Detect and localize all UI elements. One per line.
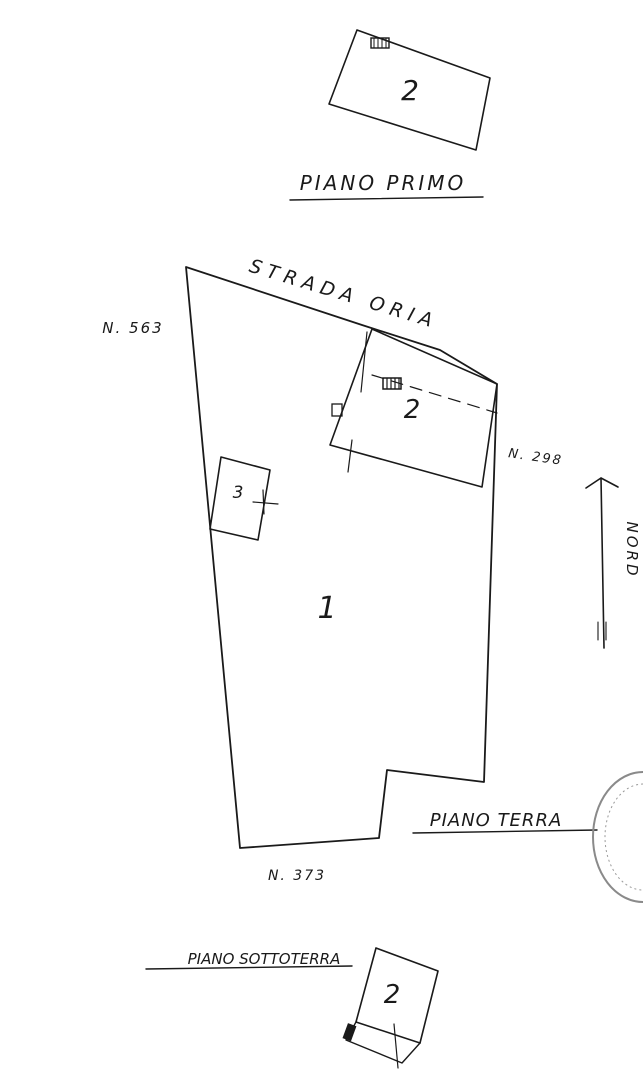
strada-label: STRADA ORIA [247,255,441,333]
unit-1-number: 1 [317,591,336,626]
dashed-division-line [371,374,498,414]
piano-sottoterra-underline [145,965,353,970]
door-icon [331,403,343,417]
unit-3-outline [209,456,271,541]
unit-2-ground-number: 2 [404,395,421,425]
lot-boundary [185,266,498,849]
unit-2-building-outline [329,328,498,488]
north-arrow: NORD [585,477,641,649]
nord-label: NORD [623,522,641,579]
stair-icon [382,377,402,390]
piano-terra-label: PIANO TERRA [430,810,563,831]
ground-floor-plan: STRADA ORIA N. 563 2 N. 298 3 1 NORD [102,255,641,884]
piano-primo-label: PIANO PRIMO [300,171,467,195]
piano-sottoterra-label: PIANO SOTTOTERRA [188,950,341,968]
unit-2-basement-number: 2 [384,980,401,1010]
stair-icon [370,37,390,49]
first-floor-plan: 2 PIANO PRIMO [289,29,491,201]
basement-entrance-outline [345,1021,421,1064]
unit-3-number: 3 [233,483,244,503]
basement-floor-plan: PIANO SOTTOTERRA 2 [145,947,439,1069]
stamp-seal [592,771,643,903]
n298-label: N. 298 [507,446,563,468]
stair-icon [342,1023,357,1042]
piano-terra-underline [412,829,598,834]
unit-2-first-floor-outline [328,29,491,151]
piano-primo-underline [289,196,484,201]
n373-label: N. 373 [268,868,326,884]
unit-2-first-floor-number: 2 [401,74,419,107]
n563-label: N. 563 [102,319,163,337]
